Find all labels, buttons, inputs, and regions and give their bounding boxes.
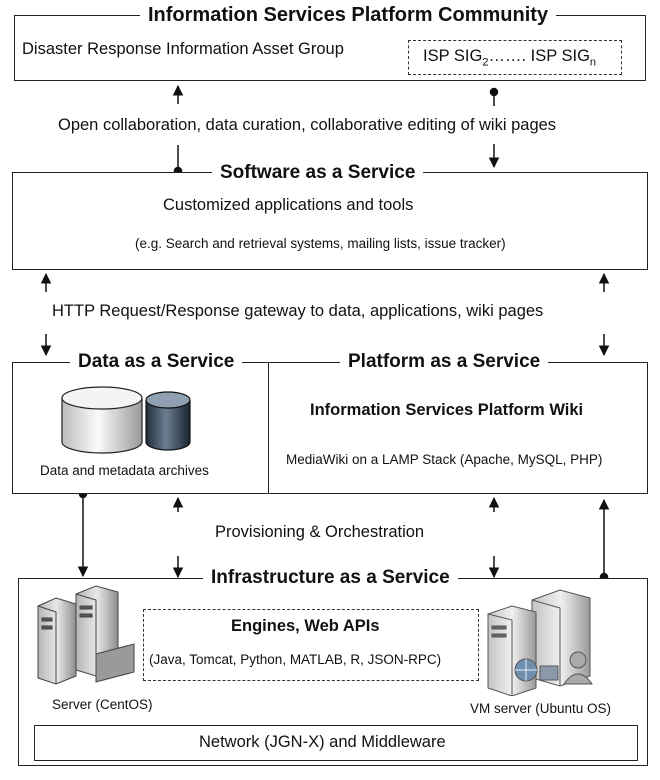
iaas-title: Infrastructure as a Service (203, 567, 458, 589)
saas-line2: (e.g. Search and retrieval systems, mail… (135, 236, 506, 251)
server-label: Server (CentOS) (52, 697, 153, 712)
asset-group-label: Disaster Response Information Asset Grou… (22, 40, 344, 58)
saas-title: Software as a Service (212, 162, 424, 184)
sig-sub-b: n (589, 56, 597, 69)
provisioning-label: Provisioning & Orchestration (215, 523, 425, 541)
paas-subtitle: Information Services Platform Wiki (310, 401, 584, 419)
sig-label: ISP SIG2……. ISP SIGn (423, 47, 596, 68)
engines-title: Engines, Web APIs (231, 617, 380, 635)
engines-box (143, 609, 479, 681)
network-box (34, 725, 638, 761)
collaboration-label: Open collaboration, data curation, colla… (58, 116, 557, 134)
sig-dots: ……. (488, 47, 531, 65)
daas-caption: Data and metadata archives (40, 463, 209, 478)
saas-box (12, 172, 648, 270)
network-label: Network (JGN-X) and Middleware (199, 733, 446, 751)
community-title: Information Services Platform Community (140, 4, 557, 26)
paas-title: Platform as a Service (340, 351, 549, 373)
sig-a: ISP SIG (423, 47, 483, 65)
paas-desc: MediaWiki on a LAMP Stack (Apache, MySQL… (286, 452, 603, 467)
sig-b: ISP SIG (530, 47, 590, 65)
http-gateway-label: HTTP Request/Response gateway to data, a… (52, 302, 544, 320)
server-icon (37, 585, 135, 685)
daas-title: Data as a Service (70, 351, 243, 373)
saas-line1: Customized applications and tools (163, 196, 414, 214)
vm-server-icon (487, 589, 593, 696)
sig-sub-a: 2 (482, 56, 489, 69)
sig-box: ISP SIG2……. ISP SIGn (408, 40, 622, 75)
engines-desc: (Java, Tomcat, Python, MATLAB, R, JSON-R… (149, 652, 442, 667)
database-icon (61, 386, 191, 454)
paas-box (268, 362, 648, 494)
vm-label: VM server (Ubuntu OS) (470, 701, 612, 716)
